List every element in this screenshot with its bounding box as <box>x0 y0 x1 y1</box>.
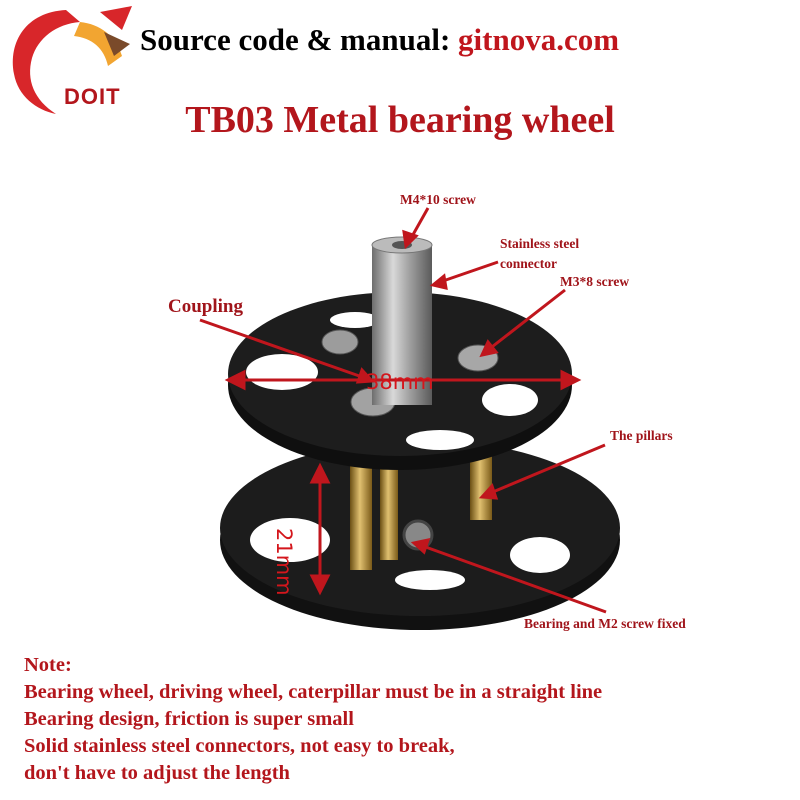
label-connector-line2: connector <box>500 256 557 271</box>
pillar-middle <box>380 440 398 560</box>
label-m4-screw: M4*10 screw <box>400 192 476 207</box>
steel-connector <box>371 236 433 405</box>
label-diameter: 38mm <box>366 370 434 394</box>
label-connector-line1: Stainless steel <box>500 236 580 251</box>
label-m3-screw: M3*8 screw <box>560 274 630 289</box>
page-title: TB03 Metal bearing wheel <box>185 99 615 141</box>
header-url[interactable]: gitnova.com <box>458 22 620 57</box>
label-bearing: Bearing and M2 screw fixed <box>524 616 686 631</box>
logo-swirl-icon <box>12 6 132 114</box>
note-line: Bearing design, friction is super small <box>24 708 354 730</box>
label-pillars: The pillars <box>610 428 673 443</box>
label-coupling: Coupling <box>168 296 243 317</box>
note-line: Solid stainless steel connectors, not ea… <box>24 735 455 757</box>
notes-heading: Note: <box>24 654 72 676</box>
m3-screw-left <box>321 329 359 355</box>
annotation-arrows <box>199 207 607 614</box>
doit-logo: DOIT <box>4 4 136 124</box>
note-line: Bearing wheel, driving wheel, caterpilla… <box>24 681 603 703</box>
note-line: don't have to adjust the length <box>24 762 290 784</box>
header-prefix: Source code & manual: <box>140 22 459 57</box>
notes-section: Note: Bearing wheel, driving wheel, cate… <box>24 652 602 787</box>
header-line: Source code & manual: gitnova.com <box>140 22 619 58</box>
logo-text: DOIT <box>64 84 121 109</box>
label-height: 21mm <box>272 528 296 596</box>
